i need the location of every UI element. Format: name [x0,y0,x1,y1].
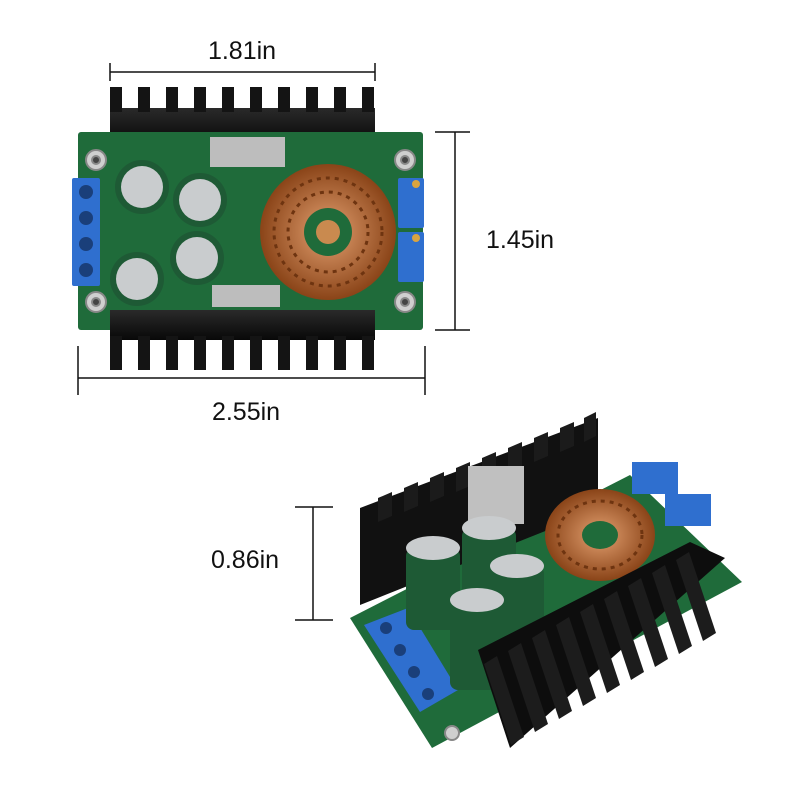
capacitors-top-view [110,160,227,306]
top-view-module [72,87,424,370]
label-height: 1.45in [486,226,554,254]
label-top-width: 1.81in [208,37,276,65]
regulator-angled [468,466,524,524]
angled-view-module [350,412,742,748]
terminal-block-left [72,178,100,286]
label-full-width: 2.55in [212,398,280,426]
toroid-inductor-top [260,164,396,300]
terminal-block-angled [364,608,458,712]
dimension-full-width [77,346,426,395]
potentiometers-right [398,178,424,282]
label-depth: 0.86in [211,546,279,574]
mounting-holes [85,149,416,313]
toroid-inductor-angled [545,489,655,581]
dimension-top-width [109,63,376,81]
bottom-heatsink [110,310,375,370]
regulator-bottom [212,285,280,307]
potentiometers-angled [632,462,711,526]
regulator-top [210,137,285,167]
dimension-height [435,131,470,331]
front-heatsink [478,542,725,748]
dimension-depth [295,506,333,621]
